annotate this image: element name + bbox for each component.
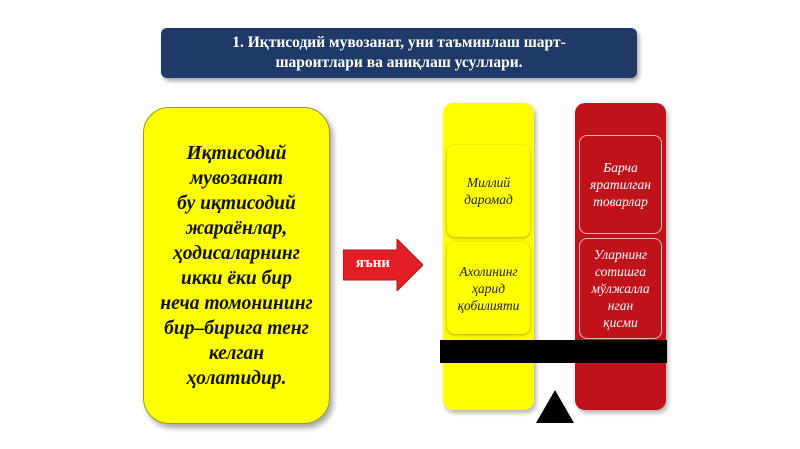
- scale-beam: [440, 340, 667, 363]
- cell-line: мўлжалла: [591, 281, 650, 296]
- cell-line: товарлар: [593, 194, 648, 209]
- left-cell-purchasing-power: Ахолининг ҳарид қобилияти: [447, 242, 530, 334]
- left-cell-national-income: Миллий даромад: [447, 145, 530, 237]
- arrow-label: яъни: [355, 255, 391, 271]
- slide-title: 1. Иқтисодий мувозанат, уни таъминлаш ша…: [161, 28, 637, 78]
- definition-line: неча томонининг: [160, 292, 313, 314]
- right-arrow-icon: [343, 239, 423, 291]
- cell-line: Ахолининг: [459, 263, 518, 279]
- cell-line: даромад: [464, 192, 513, 207]
- cell-line: ҳарид: [471, 280, 506, 296]
- definition-line: ҳолатидир.: [186, 367, 287, 389]
- definition-line: келган: [208, 342, 265, 364]
- definition-box: Иқтисодий мувозанат бу иқтисодий жараёнл…: [143, 107, 330, 424]
- cell-line: сотишга: [594, 264, 647, 279]
- left-scale-column: Миллий даромад Ахолининг ҳарид қобилияти: [443, 103, 534, 410]
- title-line-1: 1. Иқтисодий мувозанат, уни таъминлаш ша…: [232, 34, 566, 51]
- cell-line: яратилган: [590, 177, 651, 192]
- cell-line: нган: [607, 298, 634, 313]
- definition-line: ҳодисаларнинг: [173, 242, 300, 264]
- cell-line: қисми: [603, 315, 638, 330]
- definition-line: икки ёки бир: [181, 267, 292, 289]
- title-line-2: шароитлари ва аниқлаш усуллари.: [275, 54, 523, 71]
- cell-line: қобилияти: [457, 297, 520, 313]
- cell-line: Барча: [603, 160, 638, 175]
- right-arrow: яъни: [343, 239, 423, 291]
- definition-line: мувозанат: [189, 167, 284, 189]
- cell-line: Уларнинг: [593, 247, 648, 262]
- right-cell-all-goods: Барча яратилган товарлар: [579, 135, 662, 234]
- definition-line: жараёнлар,: [185, 217, 288, 239]
- triangle-fulcrum-icon: [536, 390, 574, 423]
- definition-line: Иқтисодий: [186, 142, 287, 164]
- right-cell-goods-for-sale: Уларнинг сотишга мўлжалла нган қисми: [579, 238, 662, 339]
- definition-line: бу иқтисодий: [177, 192, 296, 214]
- definition-line: бир–бирига тенг: [164, 317, 309, 339]
- cell-line: Миллий: [466, 175, 511, 190]
- right-scale-column: Барча яратилган товарлар Уларнинг сотишг…: [575, 103, 666, 410]
